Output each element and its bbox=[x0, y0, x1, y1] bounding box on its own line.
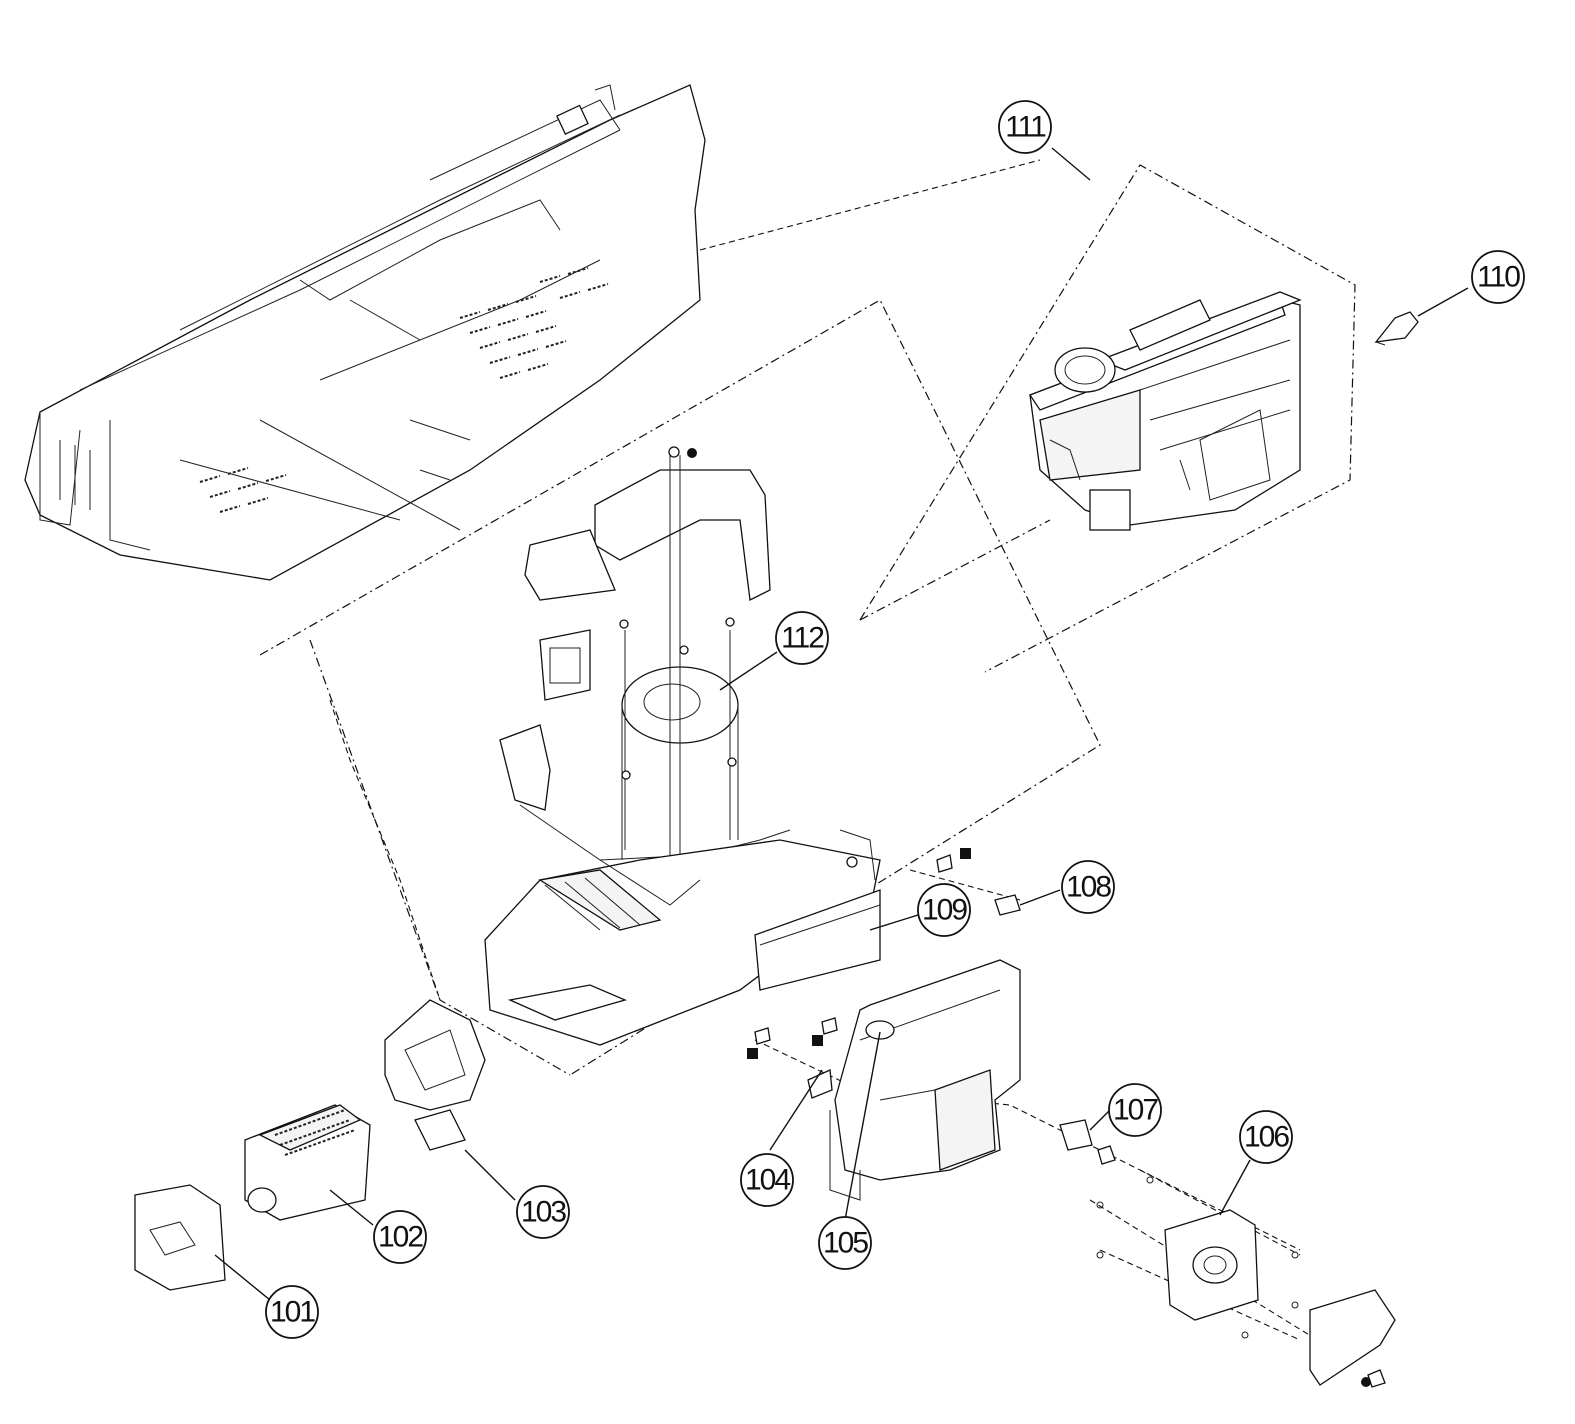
callout-104: 104 bbox=[740, 1153, 794, 1207]
callout-label-108: 108 bbox=[1066, 871, 1111, 904]
part-106-assembly bbox=[1096, 1176, 1396, 1386]
part-108-clip bbox=[994, 894, 1021, 916]
screws bbox=[747, 848, 1386, 1388]
callout-label-106: 106 bbox=[1244, 1121, 1289, 1154]
callout-109: 109 bbox=[917, 883, 971, 937]
callout-106: 106 bbox=[1239, 1110, 1293, 1164]
part-110-connector bbox=[1374, 311, 1419, 346]
callout-105: 105 bbox=[818, 1216, 872, 1270]
callout-label-102: 102 bbox=[378, 1221, 423, 1254]
callout-label-109: 109 bbox=[922, 894, 967, 927]
side-bracket bbox=[807, 959, 1021, 1201]
callout-label-104: 104 bbox=[745, 1164, 790, 1197]
callout-label-107: 107 bbox=[1113, 1094, 1158, 1127]
part-103 bbox=[384, 999, 486, 1151]
callout-label-111: 111 bbox=[1005, 111, 1046, 144]
part-102 bbox=[244, 1104, 371, 1221]
unit-assembly-111 bbox=[1029, 291, 1302, 531]
callout-102: 102 bbox=[373, 1210, 427, 1264]
part-101 bbox=[134, 1184, 226, 1291]
callout-label-110: 110 bbox=[1477, 261, 1520, 294]
callout-label-101: 101 bbox=[270, 1296, 315, 1329]
callout-112: 112 bbox=[775, 611, 829, 665]
callout-101: 101 bbox=[265, 1285, 319, 1339]
callout-108: 108 bbox=[1061, 860, 1115, 914]
top-cover-assembly bbox=[24, 84, 706, 581]
callout-label-112: 112 bbox=[781, 622, 824, 655]
main-chassis-112 bbox=[484, 446, 881, 1046]
callout-label-105: 105 bbox=[823, 1227, 868, 1260]
leader-lines bbox=[214, 147, 1469, 1301]
callout-107: 107 bbox=[1108, 1083, 1162, 1137]
callout-label-103: 103 bbox=[521, 1196, 566, 1229]
callout-111: 111 bbox=[998, 100, 1052, 154]
callout-110: 110 bbox=[1471, 250, 1525, 304]
part-107 bbox=[1059, 1119, 1093, 1151]
callout-103: 103 bbox=[516, 1185, 570, 1239]
